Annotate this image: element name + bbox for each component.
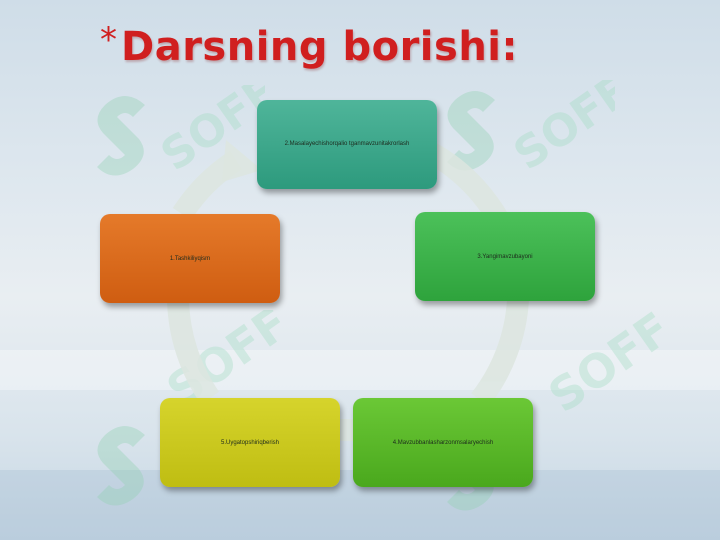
cycle-step-label: 4.Mavzubbanlasharzonmsalaryechish — [392, 439, 494, 446]
title-text: Darsning borishi: — [121, 24, 518, 70]
cycle-step-label: 1.Tashkiliyqism — [169, 255, 211, 262]
cycle-step-4: 4.Mavzubbanlasharzonmsalaryechish — [353, 398, 533, 487]
cycle-step-1: 1.Tashkiliyqism — [100, 214, 280, 303]
cycle-arrowhead — [222, 140, 262, 182]
cycle-step-label: 2.Masalayechishorqalio tganmavzunitakror… — [284, 141, 410, 147]
cycle-step-3: 3.Yangimavzubayoni — [415, 212, 595, 301]
cycle-step-label: 3.Yangimavzubayoni — [477, 253, 533, 260]
slide-title: * Darsning borishi: — [100, 14, 660, 80]
cycle-step-label: 5.Uygatopshiriqberish — [220, 439, 280, 446]
cycle-step-2: 2.Masalayechishorqalio tganmavzunitakror… — [257, 100, 437, 189]
title-bullet: * — [100, 20, 117, 60]
cycle-arc — [471, 299, 529, 407]
cycle-step-5: 5.Uygatopshiriqberish — [160, 398, 340, 487]
cycle-arc — [167, 299, 220, 405]
